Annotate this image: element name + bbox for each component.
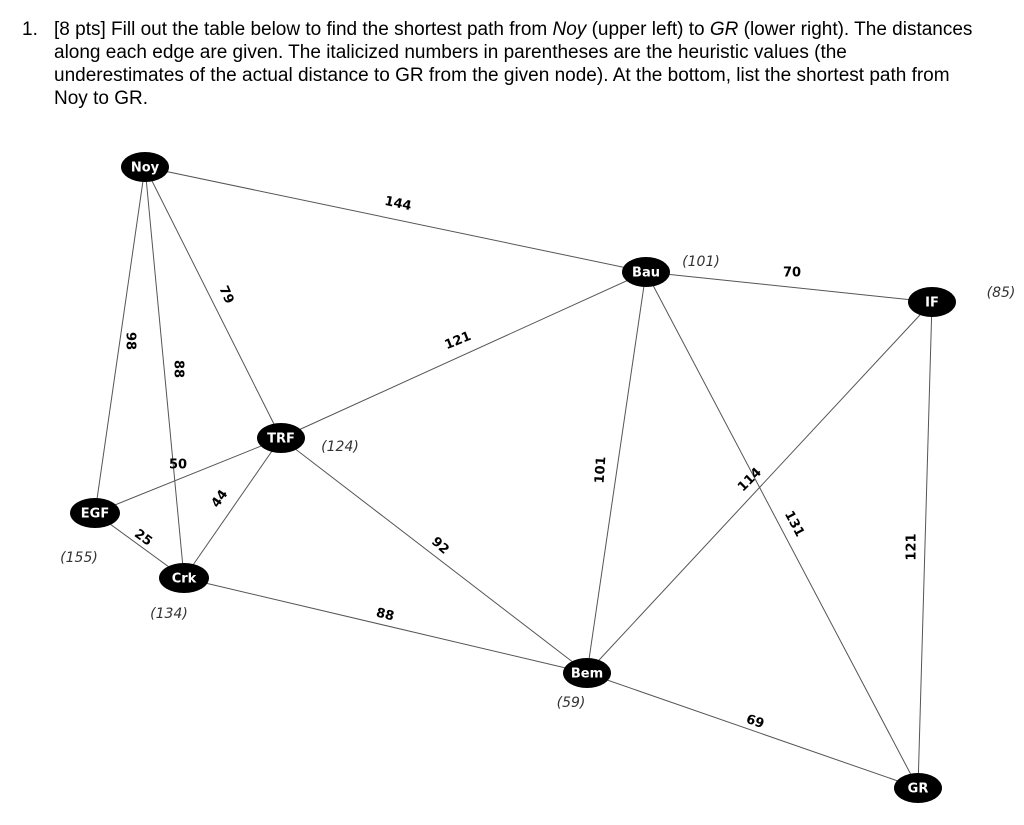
problem-statement: 1. [8 pts] Fill out the table below to f… xyxy=(22,18,982,110)
edge-weight-noy-crk: 88 xyxy=(171,360,186,378)
problem-points: [8 pts] xyxy=(54,19,106,40)
edge-trf-crk xyxy=(183,437,282,579)
problem-text-part-2: (upper left) to xyxy=(586,19,710,40)
problem-number: 1. xyxy=(22,19,38,40)
problem-text-part-3: (lower right). The distances along each … xyxy=(54,19,973,109)
node-noy-shape xyxy=(121,152,169,182)
heuristic-crk: (134) xyxy=(150,606,188,622)
node-bem-label: Bem xyxy=(571,667,603,682)
node-bau-label: Bau xyxy=(632,266,660,281)
heuristic-bem: (59) xyxy=(557,695,586,711)
node-egf-shape xyxy=(70,498,120,528)
heuristics-layer: (101) (85) (124) (155) (134) (59) xyxy=(60,254,1015,711)
edge-noy-egf xyxy=(94,166,146,514)
node-crk: Crk xyxy=(159,563,209,593)
node-if-label: IF xyxy=(925,296,939,311)
edge-noy-trf xyxy=(144,166,282,439)
edge-noy-crk xyxy=(144,166,185,579)
edge-noy-bau xyxy=(144,166,647,273)
edge-weight-egf-crk: 25 xyxy=(131,527,154,550)
node-if: IF xyxy=(908,287,956,317)
edge-weight-noy-egf: 98 xyxy=(123,332,138,350)
heuristic-egf: (155) xyxy=(60,550,98,566)
heuristic-bau: (101) xyxy=(682,254,720,270)
node-crk-label: Crk xyxy=(172,572,197,587)
edge-trf-bem xyxy=(280,437,588,674)
edge-weight-crk-bem: 88 xyxy=(374,606,395,625)
node-egf: EGF xyxy=(70,498,120,528)
node-trf-shape xyxy=(257,423,305,453)
edge-bau-trf xyxy=(280,271,647,439)
node-gr: GR xyxy=(894,773,942,803)
edge-bau-gr xyxy=(645,271,919,789)
edge-weight-trf-egf: 50 xyxy=(169,458,187,473)
edge-weight-if-gr: 121 xyxy=(905,533,920,560)
node-noy: Noy xyxy=(121,152,169,182)
edge-weight-bem-gr: 69 xyxy=(744,712,766,732)
edge-weight-if-bem: 114 xyxy=(735,465,765,495)
edge-bau-bem xyxy=(586,271,647,674)
node-gr-label: GR xyxy=(908,782,929,797)
edge-crk-bem xyxy=(183,577,588,674)
node-gr-shape xyxy=(894,773,942,803)
edge-weight-noy-bau: 144 xyxy=(383,194,413,214)
edge-weight-noy-trf: 79 xyxy=(215,284,236,307)
goal-node-name: GR xyxy=(709,19,739,40)
edge-trf-egf xyxy=(94,437,282,514)
problem-text-part-1: Fill out the table below to find the sho… xyxy=(105,19,553,40)
start-node-name: Noy xyxy=(552,19,587,40)
node-trf: TRF xyxy=(257,423,305,453)
node-bau: Bau xyxy=(622,257,670,287)
node-if-shape xyxy=(908,287,956,317)
node-bau-shape xyxy=(622,257,670,287)
edge-weight-bau-trf: 121 xyxy=(443,329,474,353)
problem-text: [8 pts] Fill out the table below to find… xyxy=(54,18,982,110)
edge-if-gr xyxy=(917,301,933,789)
node-crk-shape xyxy=(159,563,209,593)
node-trf-label: TRF xyxy=(267,432,295,447)
edge-if-bem xyxy=(586,301,933,674)
node-bem-shape xyxy=(563,658,611,688)
edge-weight-bau-if: 70 xyxy=(783,266,801,281)
edges-layer xyxy=(94,166,933,789)
edge-weight-trf-crk: 44 xyxy=(209,487,232,510)
node-bem: Bem xyxy=(563,658,611,688)
edge-bem-gr xyxy=(586,672,919,789)
edge-bau-if xyxy=(645,271,933,303)
node-egf-label: EGF xyxy=(81,507,109,522)
heuristic-if: (85) xyxy=(987,285,1016,301)
edge-weight-bau-bem: 101 xyxy=(593,456,610,484)
node-noy-label: Noy xyxy=(131,161,160,176)
heuristic-trf: (124) xyxy=(321,439,359,455)
